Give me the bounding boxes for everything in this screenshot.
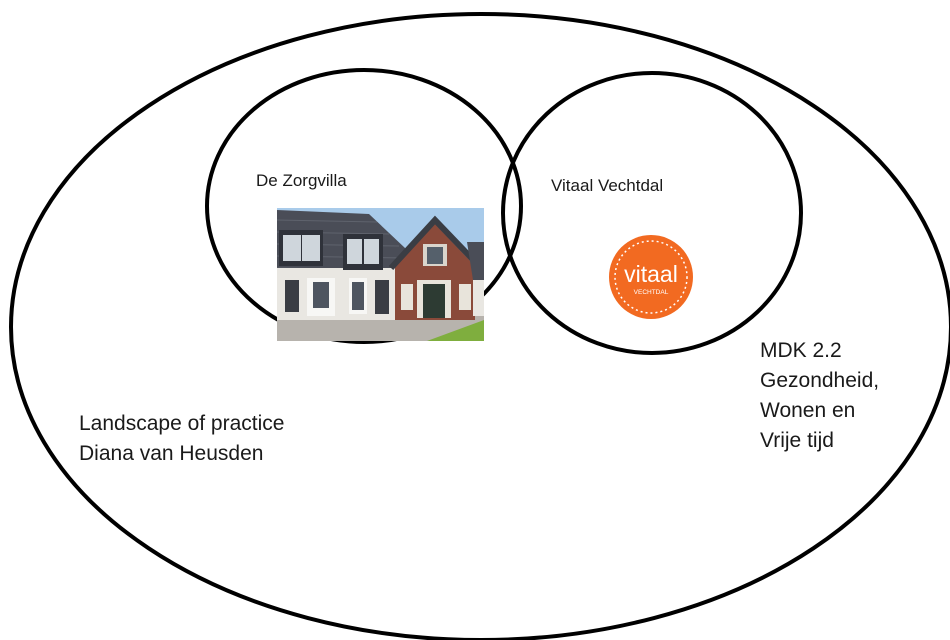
circle-zorgvilla (205, 68, 523, 344)
circle-vitaal (501, 71, 803, 355)
zorgvilla-house-photo (277, 208, 484, 341)
logo-word: vitaal (624, 261, 678, 287)
logo-subword: VECHTDAL (634, 289, 669, 296)
vitaal-vechtdal-logo: vitaal VECHTDAL (608, 234, 694, 320)
vitaal-vechtdal-label: Vitaal Vechtdal (551, 176, 664, 195)
mdk-label: MDK 2.2 Gezondheid, Wonen en Vrije tijd (760, 339, 880, 452)
outer-ellipse (9, 12, 950, 640)
landscape-of-practice-label: Landscape of practice Diana van Heusden (79, 412, 285, 465)
zorgvilla-label: De Zorgvilla (256, 171, 347, 190)
